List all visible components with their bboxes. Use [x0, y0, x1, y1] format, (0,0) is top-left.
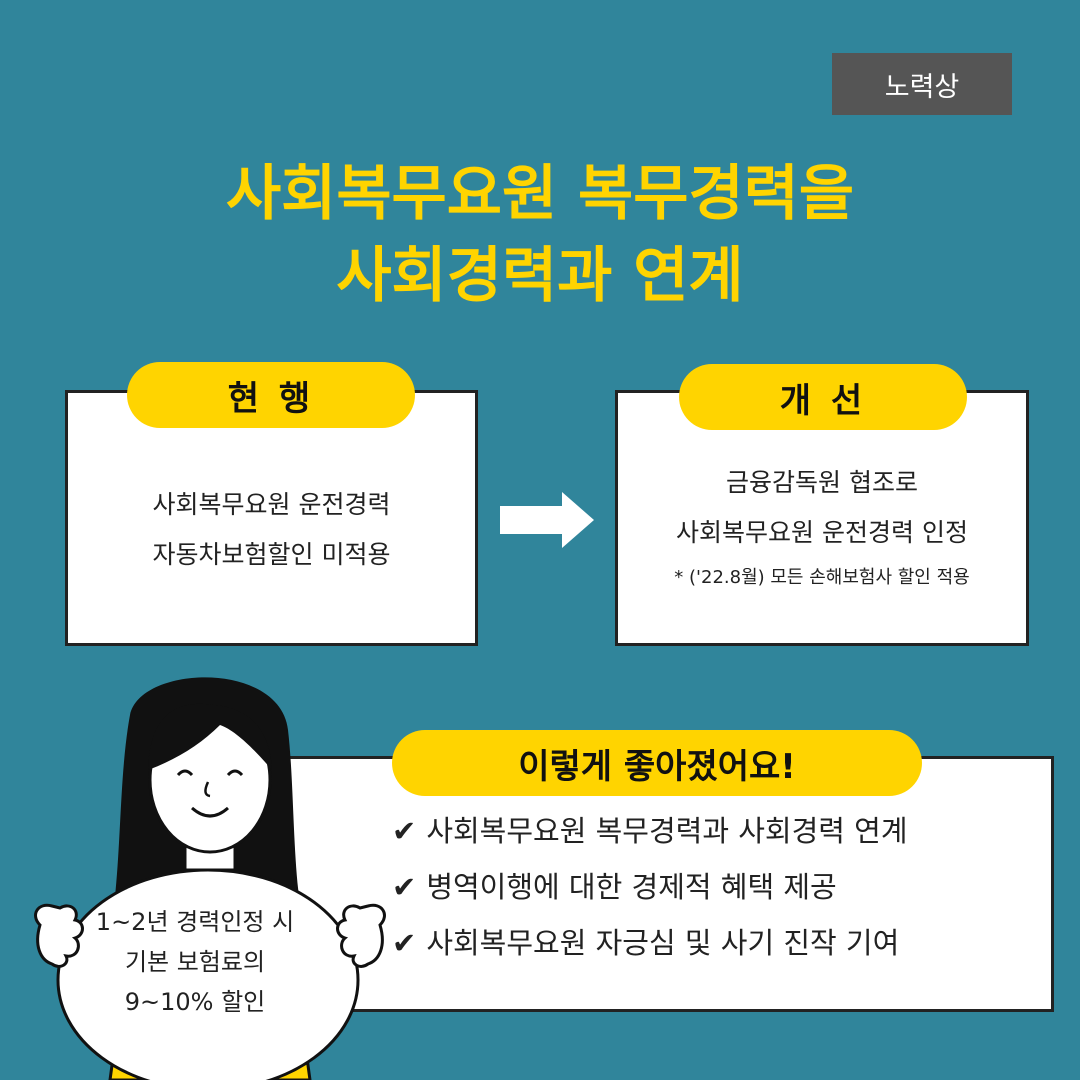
sign-line3: 9~10% 할인	[124, 988, 266, 1016]
improved-line2: 사회복무요원 운전경력 인정	[676, 518, 968, 547]
check-icon: ✔	[392, 926, 417, 960]
current-label: 현 행	[127, 362, 415, 428]
benefit-item-text: 병역이행에 대한 경제적 혜택 제공	[426, 870, 837, 904]
woman-holding-sign-illustration	[34, 677, 386, 1080]
award-badge: 노력상	[832, 53, 1012, 115]
improved-line1: 금융감독원 협조로	[726, 468, 918, 497]
sign-line2: 기본 보험료의	[124, 948, 266, 976]
improved-box: 금융감독원 협조로 사회복무요원 운전경력 인정 * ('22.8월) 모든 손…	[615, 390, 1029, 646]
page-title-line2: 사회경력과 연계	[336, 241, 744, 311]
check-icon: ✔	[392, 814, 417, 848]
benefit-item-text: 사회복무요원 자긍심 및 사기 진작 기여	[426, 926, 900, 960]
benefits-box	[270, 756, 1054, 1012]
benefit-item: ✔ 병역이행에 대한 경제적 혜택 제공	[392, 864, 837, 906]
improved-label: 개 선	[679, 364, 967, 430]
benefit-item: ✔ 사회복무요원 복무경력과 사회경력 연계	[392, 808, 908, 850]
page-title-line1: 사회복무요원 복무경력을	[225, 159, 855, 229]
arrow-right-icon	[500, 492, 594, 548]
sign-line1: 1~2년 경력인정 시	[95, 908, 295, 936]
improved-note: * ('22.8월) 모든 손해보험사 할인 적용	[674, 567, 970, 588]
check-icon: ✔	[392, 870, 417, 904]
current-line1: 사회복무요원 운전경력	[152, 490, 391, 519]
benefits-label: 이렇게 좋아졌어요!	[392, 730, 922, 796]
benefit-item-text: 사회복무요원 복무경력과 사회경력 연계	[426, 814, 908, 848]
current-box: 사회복무요원 운전경력 자동차보험할인 미적용	[65, 390, 478, 646]
benefit-item: ✔ 사회복무요원 자긍심 및 사기 진작 기여	[392, 920, 899, 962]
current-line2: 자동차보험할인 미적용	[152, 540, 391, 569]
